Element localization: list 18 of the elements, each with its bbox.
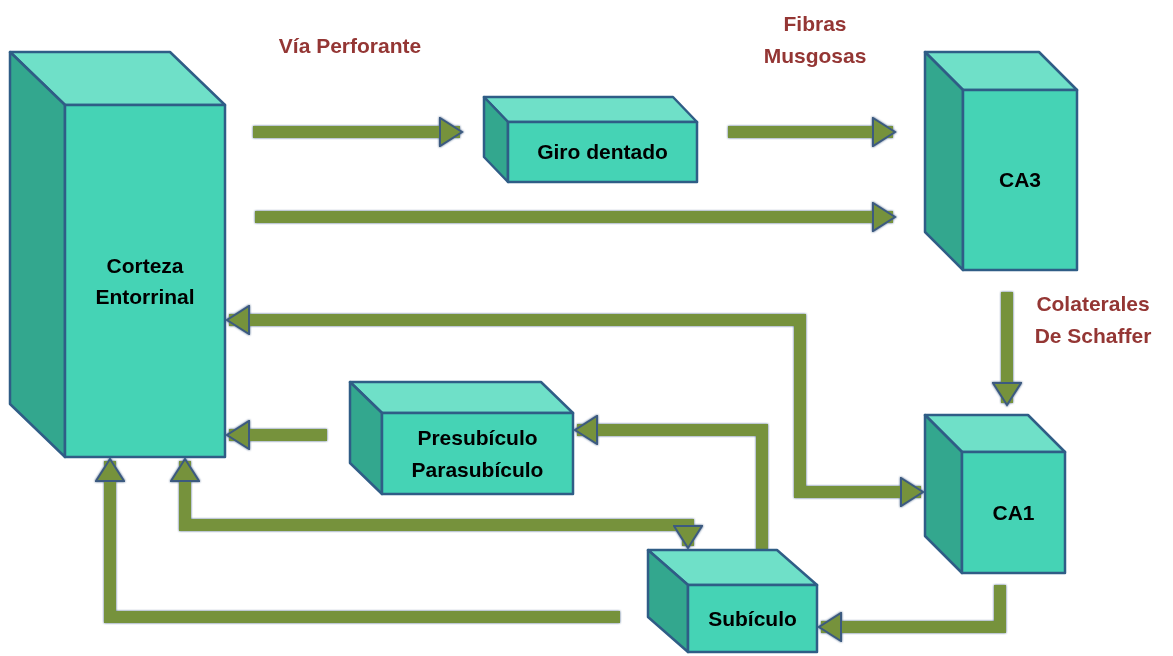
edge-label: Vía Perforante bbox=[277, 33, 423, 59]
node-label: CA3 bbox=[999, 167, 1041, 194]
arrow bbox=[226, 305, 924, 507]
arrow bbox=[253, 117, 463, 147]
edge-label: Colaterales De Schaffer bbox=[1033, 291, 1153, 349]
arrow bbox=[226, 420, 327, 450]
arrow bbox=[728, 117, 896, 147]
node-label: Corteza Entorrinal bbox=[94, 252, 196, 310]
edge-label: Fibras Musgosas bbox=[762, 11, 868, 69]
node-label: Presubículo Parasubículo bbox=[410, 425, 545, 483]
node-label: Subículo bbox=[708, 605, 797, 632]
arrow bbox=[95, 458, 620, 623]
arrow bbox=[574, 415, 768, 550]
node-label: Giro dentado bbox=[537, 139, 668, 166]
arrow bbox=[170, 458, 703, 549]
arrow bbox=[255, 202, 896, 232]
node-label: CA1 bbox=[992, 499, 1035, 526]
arrow bbox=[992, 292, 1022, 406]
